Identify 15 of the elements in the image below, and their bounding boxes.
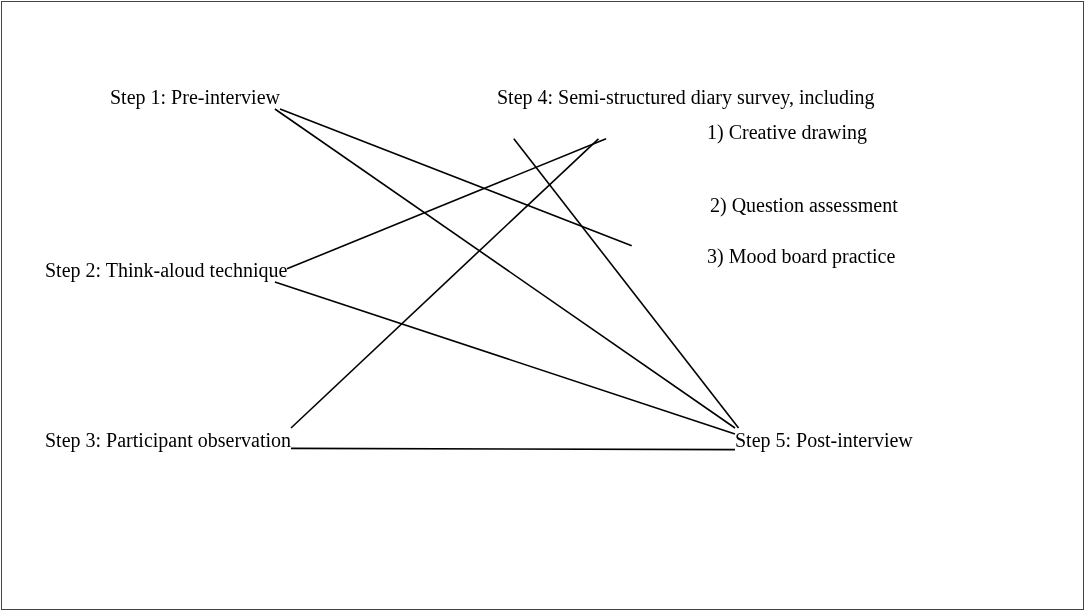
step-label: Step 3: Participant observation: [45, 428, 292, 452]
connector-line: [274, 281, 736, 435]
list-item: 2) Question assessment: [710, 193, 898, 217]
connector-line: [290, 447, 736, 451]
step-label: Step 2: Think-aloud technique: [45, 258, 288, 282]
connector-line: [274, 108, 736, 429]
step-label: Step 4: Semi-structured diary survey, including: [497, 85, 875, 109]
list-item: 1) Creative drawing: [707, 120, 867, 144]
connector-line: [279, 108, 633, 247]
connector-line: [286, 138, 607, 270]
connector-line: [513, 138, 740, 429]
step-label: Step 5: Post-interview: [735, 428, 913, 452]
connector-line: [290, 138, 600, 429]
step-label: Step 1: Pre-interview: [110, 85, 280, 109]
list-item: 3) Mood board practice: [707, 244, 896, 268]
